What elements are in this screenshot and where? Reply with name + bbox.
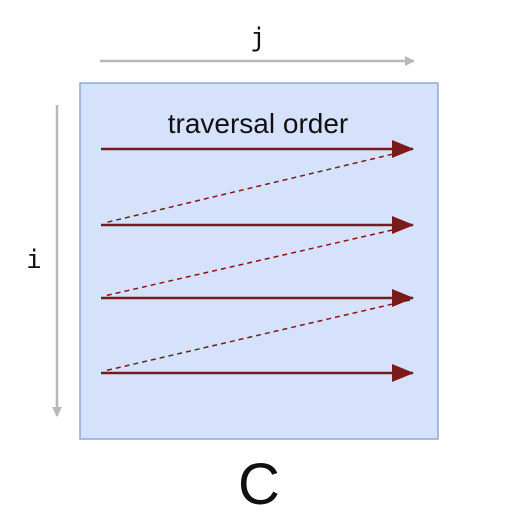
column-index-label: j [250, 23, 266, 53]
return-dashed-line-2 [103, 225, 411, 297]
return-dashed-line-3 [103, 299, 411, 372]
traversal-order-label: traversal order [168, 108, 349, 139]
matrix-label: C [238, 452, 280, 517]
return-dashed-line-1 [103, 149, 411, 224]
row-index-label: i [26, 245, 42, 275]
